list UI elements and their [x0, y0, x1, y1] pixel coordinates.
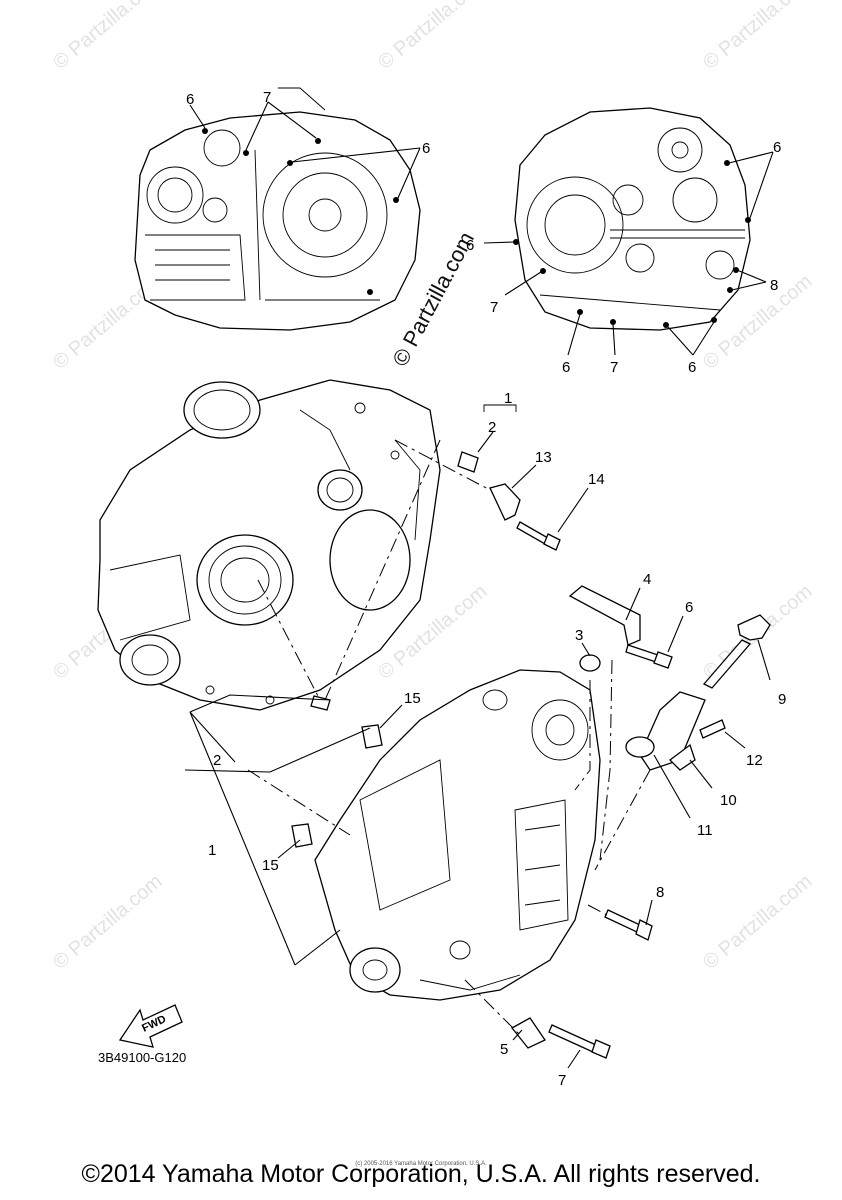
watermark-text: © Partzilla.com [49, 0, 166, 74]
callout-6: 6 [685, 599, 693, 616]
callout-6: 6 [773, 139, 781, 156]
callout-7: 7 [490, 299, 498, 316]
fwd-arrow-icon: FWD [118, 1004, 183, 1048]
callout-6: 6 [186, 91, 194, 108]
watermark-text: © Partzilla.com [699, 0, 816, 74]
callout-9: 9 [778, 691, 786, 708]
callout-5: 5 [500, 1041, 508, 1058]
top-right-case-view [483, 107, 774, 356]
right-crankcase [314, 669, 601, 1001]
callout-1: 1 [208, 842, 216, 859]
callout-7: 7 [610, 359, 618, 376]
callout-10: 10 [720, 792, 737, 809]
callout-15: 15 [262, 857, 279, 874]
callout-8: 8 [770, 277, 778, 294]
watermark-text: © Partzilla.com [374, 0, 491, 74]
callout-6: 6 [422, 140, 430, 157]
callout-6: 6 [688, 359, 696, 376]
callout-8: 8 [656, 884, 664, 901]
callout-6: 6 [466, 237, 474, 254]
callout-3: 3 [575, 627, 583, 644]
callout-2: 2 [213, 752, 221, 769]
small-parts [291, 451, 771, 1059]
callout-6: 6 [562, 359, 570, 376]
top-left-case-view [134, 87, 421, 331]
callout-15: 15 [404, 690, 421, 707]
diagram-code: 3B49100-G120 [98, 1050, 186, 1065]
callout-14: 14 [588, 471, 605, 488]
callout-1: 1 [504, 390, 512, 407]
watermark-text: © Partzilla.com [699, 870, 816, 973]
callout-4: 4 [643, 571, 651, 588]
callout-7: 7 [263, 89, 271, 106]
callout-labels: 6 7 6 6 6 7 8 6 7 6 1 2 13 14 4 6 3 9 15… [186, 89, 786, 1089]
callout-13: 13 [535, 449, 552, 466]
leader-lines [184, 404, 771, 1069]
callout-12: 12 [746, 752, 763, 769]
callout-11: 11 [697, 822, 713, 839]
copyright-footer: ©2014 Yamaha Motor Corporation, U.S.A. A… [81, 1160, 761, 1188]
watermark-text: © Partzilla.com [49, 870, 166, 973]
left-crankcase [97, 379, 441, 711]
callout-7: 7 [558, 1072, 566, 1089]
callout-2: 2 [488, 419, 496, 436]
small-print: (c) 2005-2016 Yamaha Motor Corporation, … [355, 1161, 487, 1167]
